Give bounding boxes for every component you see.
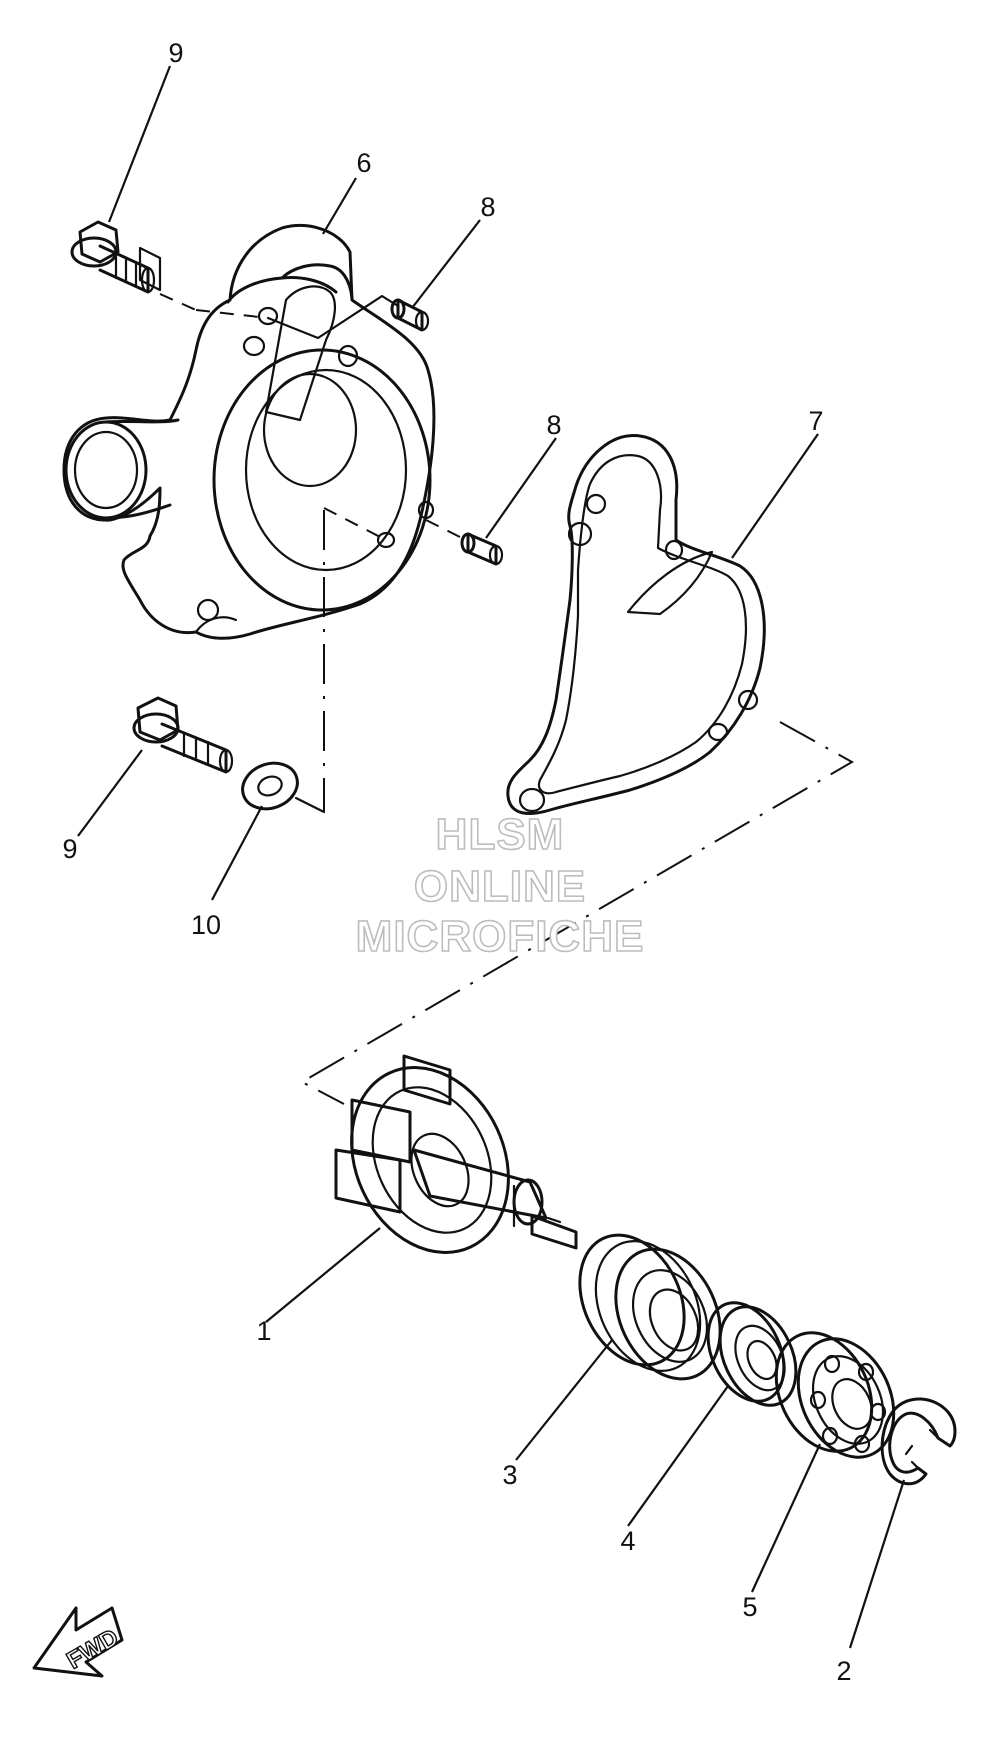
leader-6 [322,177,357,235]
callout-9-lower: 9 [62,834,77,864]
mechanical-seal-3 [578,1233,722,1381]
pump-cover-6 [62,224,436,640]
assembly-guide-7-1 [299,721,855,1105]
leader-9-lower [77,749,143,837]
callout-8-lower: 8 [546,410,561,440]
leader-7 [731,433,819,559]
watermark-line-3: MICROFICHE [355,911,645,962]
callout-6: 6 [356,148,371,178]
washer-10 [241,761,299,811]
center-guide-a [323,507,387,541]
impeller-shaft-1 [334,1054,578,1254]
watermark-line-1: HLSM [435,809,565,860]
watermark-line-2: ONLINE [413,861,587,912]
leader-2 [848,1479,906,1649]
washer-guide [294,796,326,814]
leader-5 [751,1443,821,1593]
leader-4 [627,1385,729,1527]
oil-seal-4 [706,1301,798,1407]
leader-8-lower [485,437,557,539]
leader-1 [265,1227,381,1323]
callout-5: 5 [742,1592,757,1622]
bearing-5 [774,1331,896,1459]
circlip-2 [880,1397,957,1486]
callout-4: 4 [620,1526,635,1556]
callout-3: 3 [502,1460,517,1490]
leader-3 [515,1339,613,1461]
dowel-lower-guide [425,519,467,541]
callout-2: 2 [836,1656,851,1686]
bolt-9-lower [132,696,234,774]
bolt-9-top-axis [159,293,197,311]
forward-direction-badge: FWD [32,1606,124,1678]
bolt-axis-ext [195,309,269,319]
gasket-7 [506,434,766,815]
leader-9-top [107,65,172,223]
callout-7: 7 [808,406,823,436]
callout-10: 10 [191,910,221,940]
leader-8-upper [411,219,481,309]
dowel-pin-8-lower [460,532,504,566]
dowel-upper-guide [266,294,400,340]
dowel-pin-8-upper [390,298,430,332]
leader-10 [211,805,263,901]
bolt-9-top [70,220,162,294]
callout-1: 1 [256,1316,271,1346]
callout-9-top: 9 [168,38,183,68]
callout-8-upper: 8 [480,192,495,222]
